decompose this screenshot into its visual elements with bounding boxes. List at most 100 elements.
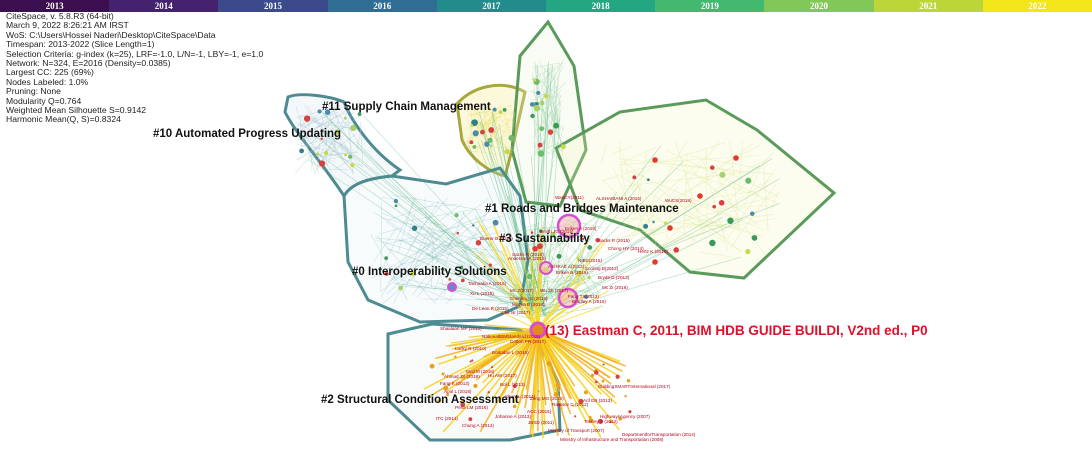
reference-node[interactable]	[487, 138, 493, 143]
reference-node[interactable]	[595, 237, 600, 243]
reference-node[interactable]	[318, 160, 326, 167]
reference-node[interactable]	[350, 124, 357, 132]
reference-node[interactable]	[317, 109, 322, 114]
reference-node[interactable]	[491, 366, 494, 369]
reference-node[interactable]	[334, 129, 340, 135]
reference-node[interactable]	[550, 231, 556, 238]
reference-node[interactable]	[532, 245, 538, 252]
reference-node[interactable]	[429, 363, 435, 369]
reference-node[interactable]	[594, 370, 599, 375]
reference-node[interactable]	[533, 104, 541, 112]
reference-node[interactable]	[587, 245, 593, 250]
reference-node[interactable]	[357, 112, 362, 117]
reference-node[interactable]	[487, 391, 490, 394]
reference-node[interactable]	[543, 93, 549, 99]
reference-node[interactable]	[537, 243, 543, 250]
reference-node[interactable]	[492, 219, 499, 226]
reference-node[interactable]	[530, 231, 534, 234]
reference-node[interactable]	[537, 150, 545, 157]
reference-node[interactable]	[709, 239, 716, 247]
reference-node[interactable]	[513, 384, 517, 388]
cluster-label-3[interactable]: #3 Sustainability	[499, 233, 590, 245]
reference-node[interactable]	[323, 150, 329, 156]
reference-node[interactable]	[502, 107, 507, 112]
reference-node[interactable]	[673, 247, 679, 253]
reference-node[interactable]	[315, 152, 320, 156]
reference-node[interactable]	[320, 137, 324, 141]
reference-node[interactable]	[469, 360, 472, 363]
reference-node[interactable]	[664, 221, 668, 225]
reference-node[interactable]	[490, 144, 493, 147]
reference-node[interactable]	[437, 399, 442, 403]
reference-node[interactable]	[470, 123, 473, 127]
reference-node[interactable]	[584, 294, 589, 299]
reference-node[interactable]	[446, 393, 450, 397]
hub-node-ring[interactable]	[557, 287, 579, 309]
reference-node[interactable]	[719, 171, 726, 178]
reference-node[interactable]	[556, 253, 562, 259]
reference-node[interactable]	[581, 237, 585, 241]
reference-node[interactable]	[583, 390, 588, 395]
reference-node[interactable]	[652, 259, 658, 265]
reference-node[interactable]	[532, 78, 537, 82]
reference-node[interactable]	[560, 144, 566, 150]
hub-node-ring[interactable]	[556, 213, 582, 239]
reference-node[interactable]	[578, 398, 584, 404]
reference-node[interactable]	[398, 285, 404, 291]
reference-node[interactable]	[745, 248, 751, 255]
reference-node[interactable]	[471, 359, 474, 362]
reference-node[interactable]	[531, 279, 536, 284]
reference-node[interactable]	[576, 270, 582, 277]
reference-node[interactable]	[749, 211, 755, 216]
reference-node[interactable]	[546, 361, 552, 367]
reference-node[interactable]	[712, 204, 717, 209]
reference-node[interactable]	[504, 148, 510, 155]
reference-node[interactable]	[454, 355, 457, 359]
reference-node[interactable]	[343, 153, 347, 157]
reference-node[interactable]	[646, 178, 650, 182]
reference-node[interactable]	[469, 140, 474, 145]
reference-node[interactable]	[530, 113, 535, 119]
reference-node[interactable]	[588, 415, 592, 419]
cluster-label-11[interactable]: #11 Supply Chain Management	[322, 101, 491, 113]
reference-node[interactable]	[624, 395, 627, 398]
reference-node[interactable]	[492, 107, 497, 112]
reference-node[interactable]	[526, 273, 533, 280]
reference-node[interactable]	[539, 126, 545, 132]
reference-node[interactable]	[384, 271, 389, 276]
reference-node[interactable]	[601, 379, 605, 383]
reference-node[interactable]	[350, 162, 355, 168]
reference-node[interactable]	[667, 225, 673, 231]
reference-node[interactable]	[410, 270, 417, 276]
reference-node[interactable]	[628, 410, 632, 414]
reference-node[interactable]	[535, 102, 539, 106]
reference-node[interactable]	[347, 154, 353, 159]
reference-node[interactable]	[512, 404, 517, 409]
reference-node[interactable]	[468, 417, 473, 422]
hub-node-ring[interactable]	[447, 282, 457, 292]
reference-node[interactable]	[553, 122, 560, 129]
cluster-label-2[interactable]: #2 Structural Condition Assessment	[321, 394, 519, 406]
reference-node[interactable]	[632, 175, 637, 180]
reference-node[interactable]	[459, 265, 464, 270]
cluster-label-1[interactable]: #1 Roads and Bridges Maintenance	[485, 203, 679, 215]
reference-node[interactable]	[461, 399, 464, 403]
reference-node[interactable]	[626, 378, 631, 383]
reference-node[interactable]	[751, 234, 758, 241]
reference-node[interactable]	[299, 148, 304, 154]
reference-node[interactable]	[472, 144, 477, 149]
reference-node[interactable]	[609, 420, 612, 424]
reference-node[interactable]	[508, 135, 515, 141]
reference-node[interactable]	[652, 157, 658, 163]
reference-node[interactable]	[456, 231, 460, 235]
highlight-node-label[interactable]: (13) Eastman C, 2011, BIM HDB GUIDE BUIL…	[545, 323, 928, 338]
reference-node[interactable]	[539, 100, 545, 106]
reference-node[interactable]	[595, 380, 598, 384]
reference-node[interactable]	[443, 385, 449, 391]
reference-node[interactable]	[475, 240, 482, 246]
reference-node[interactable]	[303, 115, 311, 122]
reference-node[interactable]	[488, 127, 495, 134]
reference-node[interactable]	[615, 374, 620, 379]
reference-node[interactable]	[590, 373, 595, 378]
